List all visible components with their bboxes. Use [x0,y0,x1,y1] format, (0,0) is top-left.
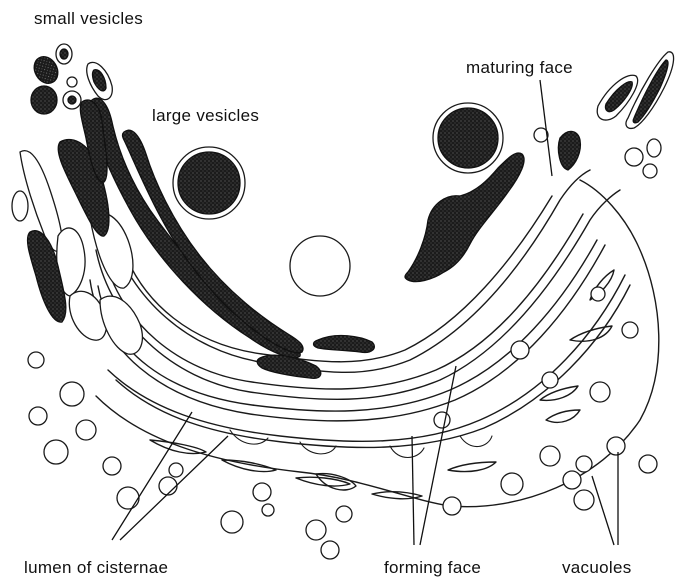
vacuole [306,520,326,540]
vacuole [29,407,47,425]
vacuole [443,497,461,515]
vacuole [622,322,638,338]
vacuole [501,473,523,495]
vacuole [336,506,352,522]
label-lumen-of-cisternae: lumen of cisternae [24,558,168,577]
vacuole [607,437,625,455]
leader-vacuoles-1 [592,476,614,545]
large-vesicle-content [178,152,240,214]
tubule [150,440,206,454]
leader-forming-2 [420,366,456,545]
vacuole [76,420,96,440]
vacuole [221,511,243,533]
vacuole [574,490,594,510]
vacuole [576,456,592,472]
cisterna-dilation [390,446,424,458]
leader-forming-1 [412,436,414,545]
label-small-vesicles: small vesicles [34,9,143,28]
tubule [546,410,580,422]
small-vesicle [625,148,643,166]
vacuole [563,471,581,489]
vacuole [159,477,177,495]
small-vesicle [647,139,661,157]
vacuole [542,372,558,388]
small-vesicle [68,96,76,104]
vacuole [253,483,271,501]
vacuole [540,446,560,466]
empty-vesicle [290,236,350,296]
label-vacuoles: vacuoles [562,558,632,577]
vacuole [103,457,121,475]
tubule [540,386,578,400]
tubule [222,460,276,472]
small-vesicle [643,164,657,178]
tubule [316,474,356,490]
small-vesicle [60,49,68,59]
vacuole [321,541,339,559]
sac [12,191,28,221]
label-large-vesicles: large vesicles [152,106,259,125]
leader-lines [112,80,618,545]
label-maturing-face: maturing face [466,58,573,77]
cisterna-dilation [460,436,492,447]
dark-cisterna [558,131,580,170]
tubule [570,326,612,341]
tubule [448,462,496,472]
vacuole [434,412,450,428]
small-vesicle [31,86,57,114]
cisterna-4 [108,275,625,441]
vacuole [169,463,183,477]
vacuole [117,487,139,509]
dark-cisterna [314,336,375,353]
cisterna-4-inner [116,285,630,447]
dark-cisterna [257,355,321,378]
vacuole [511,341,529,359]
label-forming-face: forming face [384,558,481,577]
vacuole [591,287,605,301]
vacuole [44,440,68,464]
vacuole [262,504,274,516]
vacuole [28,352,44,368]
small-vesicle [67,77,77,87]
vacuole [60,382,84,406]
sac [100,296,142,354]
vacuole [639,455,657,473]
large-vesicle-content [438,108,498,168]
vacuole [590,382,610,402]
leader-lumen-2 [120,436,228,540]
